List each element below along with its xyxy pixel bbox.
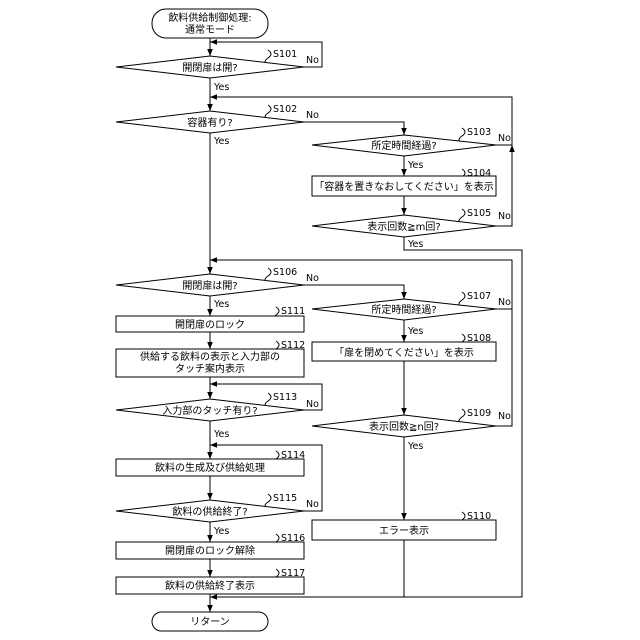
process-s117: 飲料の供給終了表示 S117 — [116, 568, 305, 594]
decision-s113-text: 入力部のタッチ有り? — [162, 404, 257, 417]
step-id-s106: S106 — [273, 267, 297, 278]
decision-s115-text: 飲料の供給終了? — [172, 505, 247, 518]
decision-s107-text: 所定時間経過? — [371, 303, 436, 316]
process-s116: 開閉扉のロック解除 S116 — [116, 533, 305, 559]
decision-s113: 入力部のタッチ有り? S113 No Yes — [116, 392, 319, 440]
step-id-s108: S108 — [467, 333, 491, 344]
branch-yes-s101: Yes — [213, 82, 229, 93]
step-id-s101: S101 — [273, 49, 297, 60]
end-label: リターン — [190, 616, 230, 628]
process-s111: 開閉扉のロック S111 — [116, 306, 305, 332]
process-s112: 供給する飲料の表示と入力部の タッチ案内表示 S112 — [116, 340, 305, 377]
decision-s109: 表示回数≧n回? S109 No Yes — [312, 408, 511, 452]
decision-s102: 容器有り? S102 No Yes — [116, 104, 319, 147]
step-id-s115: S115 — [273, 493, 297, 504]
step-id-s111: S111 — [281, 306, 305, 317]
step-id-s112: S112 — [281, 340, 305, 351]
step-id-s107: S107 — [467, 291, 491, 302]
process-s114: 飲料の生成及び供給処理 S114 — [116, 450, 305, 476]
branch-no-s113: No — [306, 399, 319, 410]
process-s104-text: 「容器を置きなおしてください」を表示 — [314, 180, 493, 193]
start-line2: 通常モード — [185, 23, 235, 36]
branch-yes-s102: Yes — [213, 136, 229, 147]
start-line1: 飲料供給制御処理: — [168, 11, 251, 24]
branch-no-s105: No — [498, 211, 511, 222]
process-s110-text: エラー表示 — [379, 524, 429, 537]
branch-yes-s115: Yes — [213, 526, 229, 537]
process-s111-text: 開閉扉のロック — [175, 318, 245, 331]
branch-no-s107: No — [498, 297, 511, 308]
branch-yes-s107: Yes — [407, 326, 423, 337]
decision-s106: 開閉扉は開? S106 No Yes — [116, 267, 319, 310]
step-id-s117: S117 — [281, 568, 305, 579]
decision-s102-text: 容器有り? — [187, 116, 232, 129]
step-id-s105: S105 — [467, 208, 491, 219]
decision-s103: 所定時間経過? S103 No Yes — [312, 127, 511, 171]
step-id-s104: S104 — [467, 168, 491, 179]
branch-no-s103: No — [498, 133, 511, 144]
decision-s103-text: 所定時間経過? — [371, 139, 436, 152]
end-terminator: リターン — [152, 612, 268, 631]
decision-s107: 所定時間経過? S107 No Yes — [312, 291, 511, 337]
decision-s101-text: 開閉扉は開? — [182, 61, 237, 74]
process-s112-line2: タッチ案内表示 — [175, 362, 245, 375]
step-id-s113: S113 — [273, 392, 297, 403]
process-s112-line1: 供給する飲料の表示と入力部の — [140, 350, 280, 363]
step-id-s103: S103 — [467, 127, 491, 138]
process-s117-text: 飲料の供給終了表示 — [165, 579, 255, 592]
step-id-s114: S114 — [281, 450, 305, 461]
process-s114-text: 飲料の生成及び供給処理 — [155, 461, 265, 474]
branch-no-s106: No — [306, 273, 319, 284]
branch-yes-s103: Yes — [407, 160, 423, 171]
branch-no-s101: No — [306, 55, 319, 66]
branch-yes-s105: Yes — [407, 239, 423, 250]
process-s108-text: 「扉を閉めてください」を表示 — [334, 346, 474, 359]
decision-s109-text: 表示回数≧n回? — [369, 420, 439, 433]
branch-no-s102: No — [306, 110, 319, 121]
branch-yes-s106: Yes — [213, 299, 229, 310]
branch-yes-s113: Yes — [213, 429, 229, 440]
branch-yes-s109: Yes — [407, 441, 423, 452]
step-id-s116: S116 — [281, 533, 305, 544]
process-s116-text: 開閉扉のロック解除 — [165, 544, 255, 557]
step-id-s110: S110 — [467, 511, 491, 522]
decision-s106-text: 開閉扉は開? — [182, 279, 237, 292]
branch-no-s109: No — [498, 411, 511, 422]
step-id-s109: S109 — [467, 408, 491, 419]
decision-s115: 飲料の供給終了? S115 No Yes — [116, 493, 319, 537]
decision-s101: 開閉扉は開? S101 No Yes — [116, 49, 319, 93]
decision-s105-text: 表示回数≧m回? — [367, 220, 440, 233]
step-id-s102: S102 — [273, 104, 297, 115]
branch-no-s115: No — [306, 499, 319, 510]
decision-s105: 表示回数≧m回? S105 No Yes — [312, 208, 511, 250]
start-terminator: 飲料供給制御処理: 通常モード — [152, 9, 268, 38]
